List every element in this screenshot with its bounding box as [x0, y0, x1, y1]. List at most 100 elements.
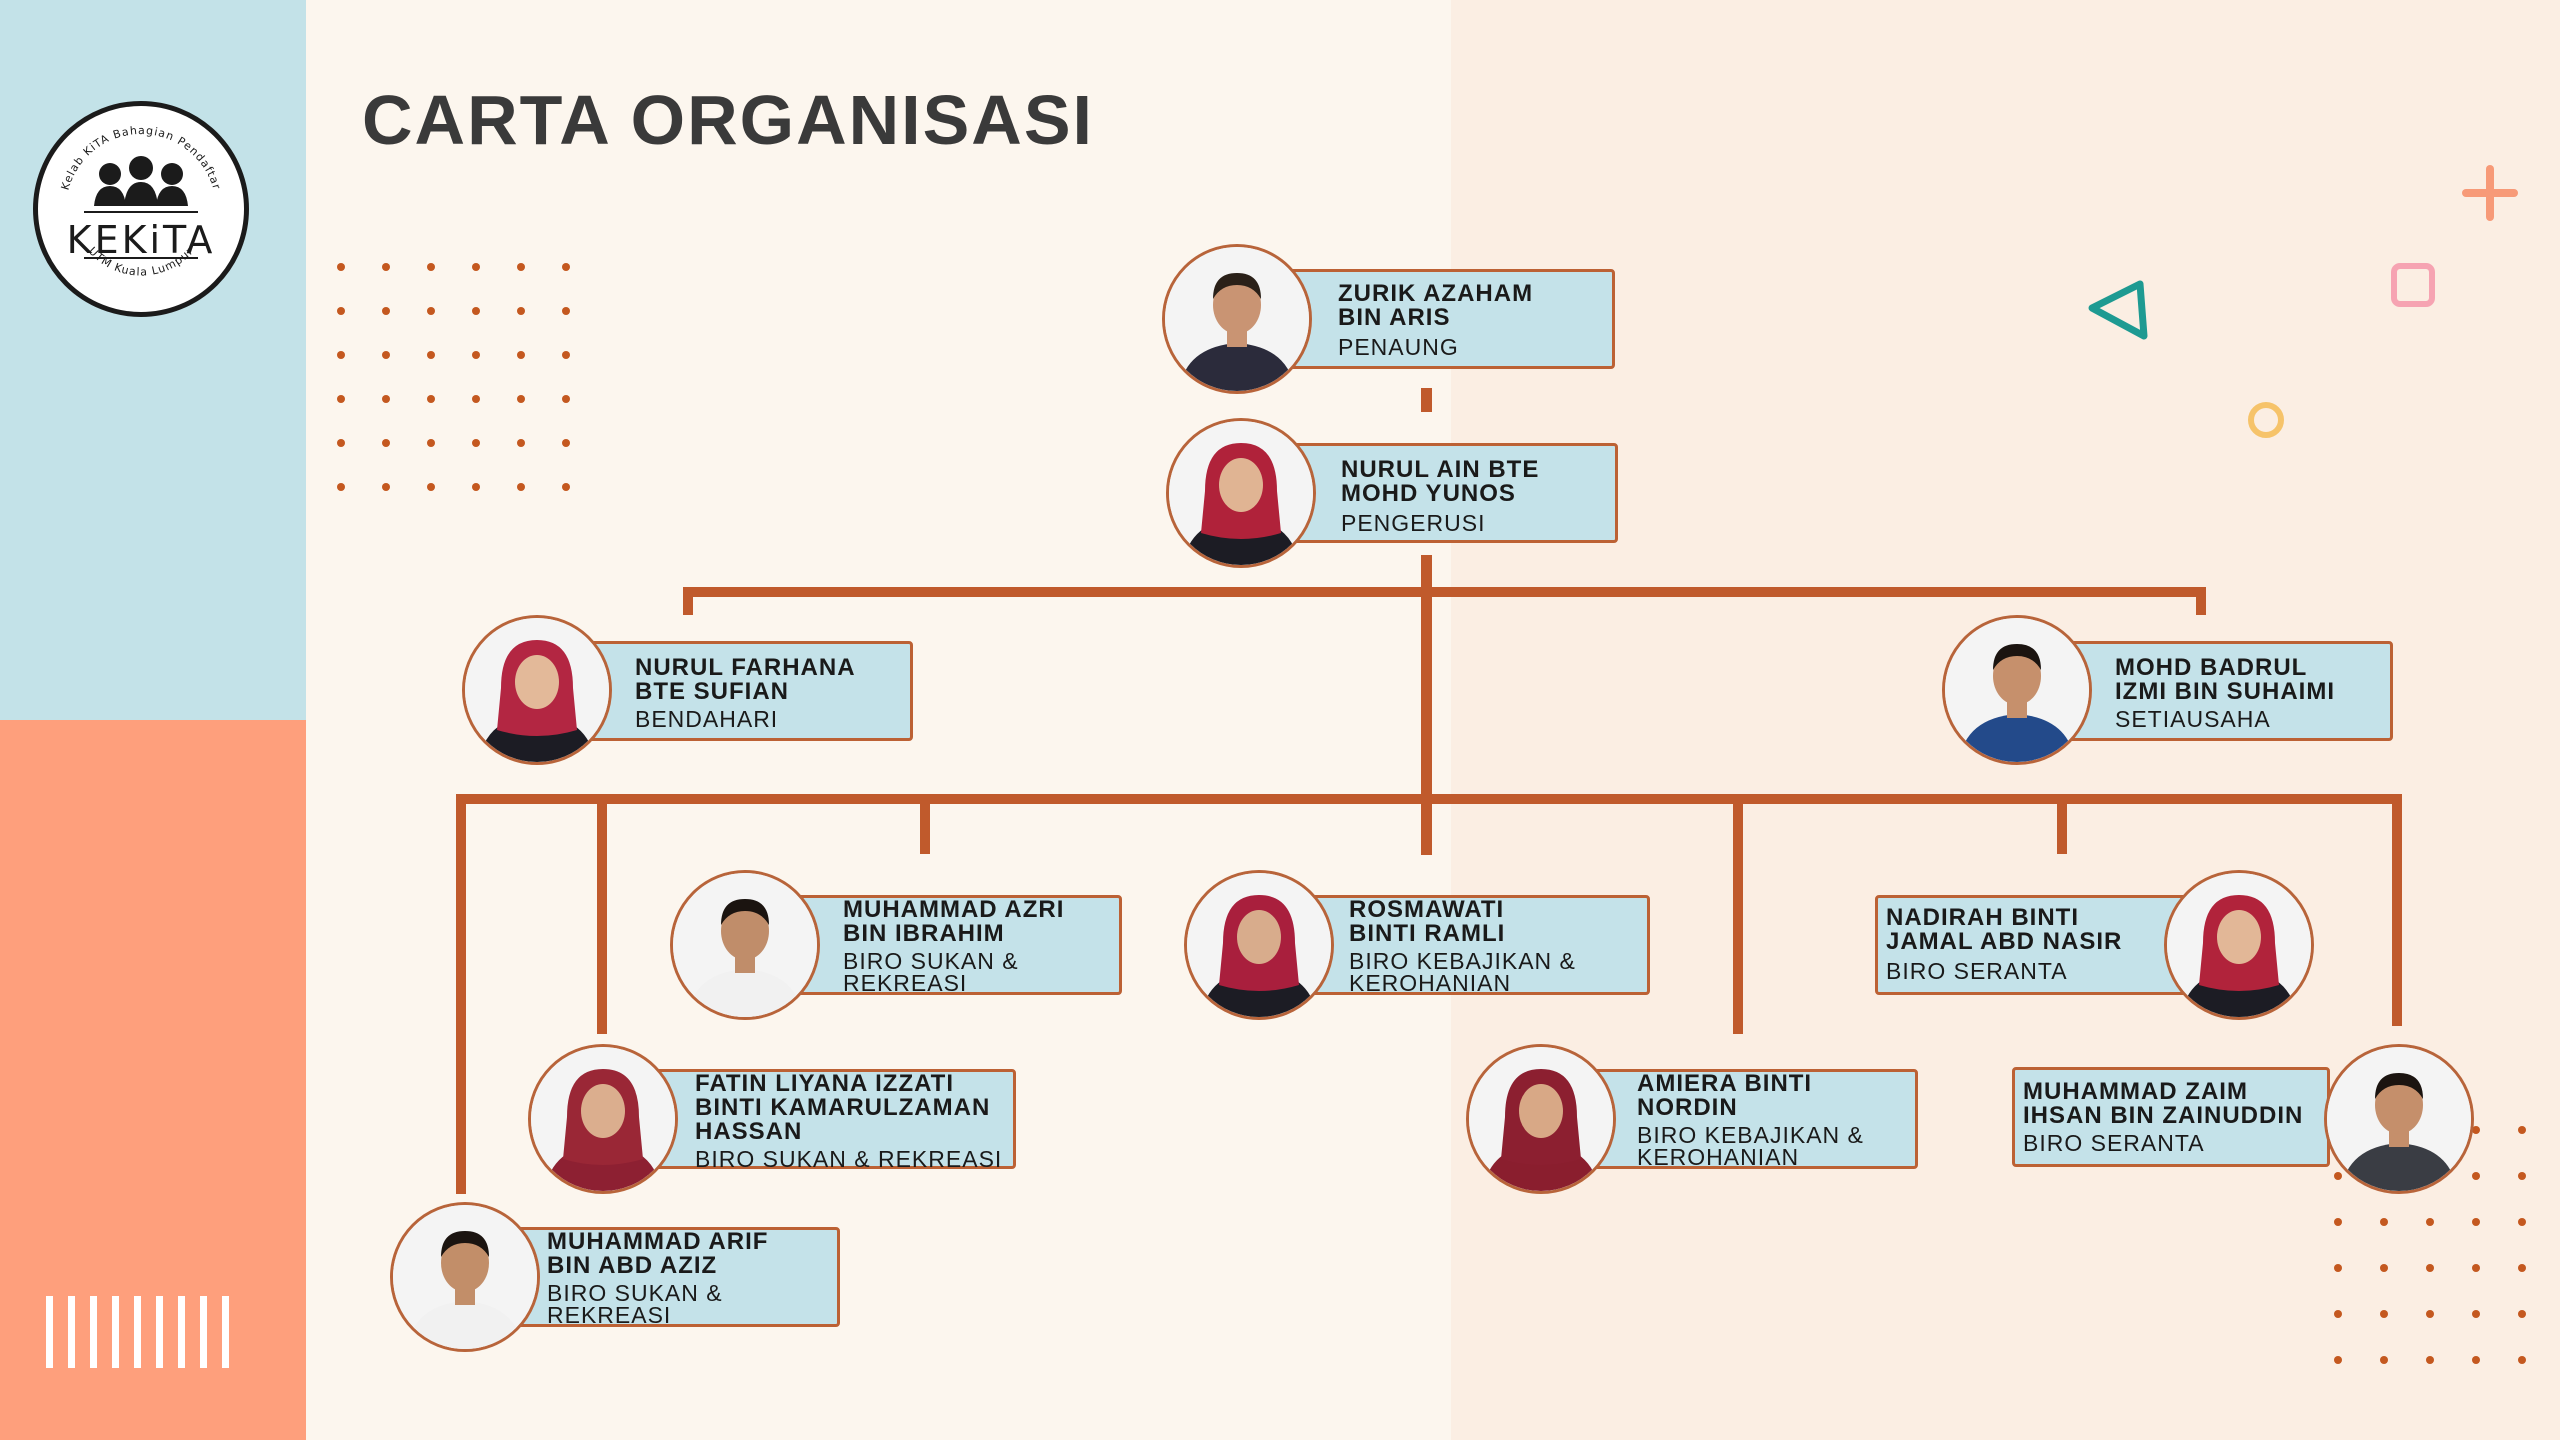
member-name: MUHAMMAD ZAIM IHSAN BIN ZAINUDDIN: [2023, 1078, 2304, 1129]
portrait-icon: [1469, 1047, 1613, 1191]
dot: [2472, 1264, 2480, 1272]
page-title: CARTA ORGANISASI: [362, 81, 1094, 159]
dot: [2472, 1356, 2480, 1364]
avatar-zaim: [2324, 1044, 2474, 1194]
dot: [2380, 1310, 2388, 1318]
member-role: BIRO SUKAN & REKREASI: [695, 1146, 1003, 1172]
dot: [382, 395, 390, 403]
dot: [2334, 1356, 2342, 1364]
member-card-pengerusi: NURUL AIN BTE MOHD YUNOS PENGERUSI: [1278, 443, 1618, 543]
connector-azri-drop: [920, 794, 930, 854]
dot: [2518, 1172, 2526, 1180]
member-role: BIRO SUKAN & REKREASI: [843, 948, 1019, 996]
dot: [2426, 1218, 2434, 1226]
dot: [517, 483, 525, 491]
member-card-nadirah: NADIRAH BINTI JAMAL ABD NASIR BIRO SERAN…: [1875, 895, 2210, 995]
portrait-icon: [1187, 873, 1331, 1017]
member-card-setiausaha: MOHD BADRUL IZMI BIN SUHAIMI SETIAUSAHA: [2060, 641, 2393, 741]
portrait-icon: [393, 1205, 537, 1349]
dot: [337, 395, 345, 403]
member-name: NURUL FARHANA BTE SUFIAN: [635, 654, 856, 705]
square-shape-icon: [2391, 263, 2435, 307]
dot: [517, 307, 525, 315]
portrait-icon: [1169, 421, 1313, 565]
member-role: SETIAUSAHA: [2115, 706, 2271, 732]
dot: [382, 351, 390, 359]
avatar-pengerusi: [1166, 418, 1316, 568]
dot: [472, 395, 480, 403]
plus-shape-icon: [2462, 165, 2518, 221]
dot: [562, 263, 570, 271]
member-name: MUHAMMAD ARIF BIN ABD AZIZ: [547, 1228, 769, 1279]
member-name: ZURIK AZAHAM BIN ARIS: [1338, 280, 1534, 331]
member-role: BENDAHARI: [635, 706, 779, 732]
dot: [337, 307, 345, 315]
avatar-rosmawati: [1184, 870, 1334, 1020]
dot: [2472, 1172, 2480, 1180]
dot: [337, 439, 345, 447]
dot: [472, 263, 480, 271]
dot: [2334, 1218, 2342, 1226]
avatar-setiausaha: [1942, 615, 2092, 765]
dot: [337, 351, 345, 359]
member-name: NADIRAH BINTI JAMAL ABD NASIR: [1886, 904, 2123, 955]
connector-bendahari-drop: [683, 587, 693, 615]
avatar-penaung: [1162, 244, 1312, 394]
dot: [2472, 1218, 2480, 1226]
dot: [427, 351, 435, 359]
dot: [427, 307, 435, 315]
logo-wordmark: KEKiTA: [66, 218, 216, 262]
dot: [2426, 1356, 2434, 1364]
dot: [2334, 1310, 2342, 1318]
dot: [427, 395, 435, 403]
dot: [472, 439, 480, 447]
dot: [2472, 1310, 2480, 1318]
dot: [382, 483, 390, 491]
dot: [562, 395, 570, 403]
dot: [427, 263, 435, 271]
member-role: BIRO SERANTA: [2023, 1130, 2205, 1156]
member-card-bendahari: NURUL FARHANA BTE SUFIAN BENDAHARI: [580, 641, 913, 741]
dot: [2380, 1264, 2388, 1272]
avatar-fatin: [528, 1044, 678, 1194]
connector-zaim-drop: [2392, 794, 2402, 1026]
member-role: BIRO SUKAN & REKREASI: [547, 1280, 723, 1328]
dot: [2518, 1356, 2526, 1364]
member-card-rosmawati: ROSMAWATI BINTI RAMLI BIRO KEBAJIKAN & K…: [1288, 895, 1650, 995]
connector-amiera-drop: [1733, 794, 1743, 1034]
dot: [337, 483, 345, 491]
portrait-icon: [673, 873, 817, 1017]
dot: [337, 263, 345, 271]
member-role: BIRO KEBAJIKAN & KEROHANIAN: [1637, 1122, 1864, 1170]
avatar-azri: [670, 870, 820, 1020]
member-role: BIRO KEBAJIKAN & KEROHANIAN: [1349, 948, 1576, 996]
member-card-arif: MUHAMMAD ARIF BIN ABD AZIZ BIRO SUKAN & …: [502, 1227, 840, 1327]
portrait-icon: [1945, 618, 2089, 762]
dot: [2518, 1264, 2526, 1272]
member-card-fatin: FATIN LIYANA IZZATI BINTI KAMARULZAMAN H…: [640, 1069, 1016, 1172]
dot: [382, 307, 390, 315]
member-role: BIRO SERANTA: [1886, 958, 2068, 984]
member-card-azri: MUHAMMAD AZRI BIN IBRAHIM BIRO SUKAN & R…: [782, 895, 1122, 995]
connector-penaung-pengerusi: [1421, 388, 1432, 412]
dot: [472, 351, 480, 359]
member-name: FATIN LIYANA IZZATI BINTI KAMARULZAMAN H…: [695, 1070, 991, 1145]
dot: [472, 483, 480, 491]
member-card-zaim: MUHAMMAD ZAIM IHSAN BIN ZAINUDDIN BIRO S…: [2012, 1067, 2330, 1167]
dot: [517, 263, 525, 271]
connector-trunk-upper: [1421, 555, 1432, 855]
portrait-icon: [465, 618, 609, 762]
dot: [2518, 1218, 2526, 1226]
member-card-amiera: AMIERA BINTI NORDIN BIRO KEBAJIKAN & KER…: [1568, 1069, 1918, 1169]
dot: [382, 439, 390, 447]
dot: [2518, 1310, 2526, 1318]
dot: [562, 439, 570, 447]
avatar-nadirah: [2164, 870, 2314, 1020]
dot: [562, 351, 570, 359]
dot: [472, 307, 480, 315]
member-name: ROSMAWATI BINTI RAMLI: [1349, 896, 1506, 947]
member-name: NURUL AIN BTE MOHD YUNOS: [1341, 456, 1540, 507]
dot: [2334, 1172, 2342, 1180]
connector-officers-bar: [683, 587, 2206, 597]
dot: [2472, 1126, 2480, 1134]
